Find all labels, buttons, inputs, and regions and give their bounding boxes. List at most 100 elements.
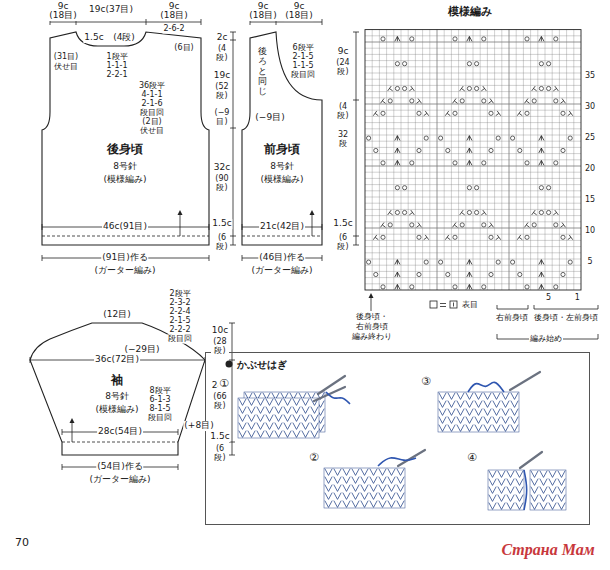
fabric-ground xyxy=(238,398,319,438)
stitch xyxy=(439,401,446,408)
pattern-chart xyxy=(365,30,598,339)
decrease-symbol xyxy=(532,86,536,91)
stitch xyxy=(302,431,309,438)
stitch xyxy=(484,393,491,400)
stitch xyxy=(507,471,514,478)
yarn-over-symbol xyxy=(467,62,471,66)
stitch xyxy=(484,401,491,408)
decrease-symbol xyxy=(390,213,393,215)
dimension-label: (6段) xyxy=(337,234,350,252)
stitch xyxy=(293,407,300,414)
yarn xyxy=(524,470,527,510)
decrease-symbol xyxy=(483,86,487,91)
knitted-fabric xyxy=(438,392,519,432)
center-decrease-symbol xyxy=(539,161,544,166)
decrease-symbol xyxy=(411,210,415,215)
decrease-symbol xyxy=(462,89,465,91)
stitch xyxy=(457,409,464,416)
chart-grid-line xyxy=(365,60,581,61)
yarn-over-symbol xyxy=(367,260,371,264)
stitch xyxy=(475,401,482,408)
stitch xyxy=(558,471,565,478)
shaping-label: 2-1-6 xyxy=(140,100,163,109)
arrowhead xyxy=(178,210,183,215)
shaping-label: 段目回 xyxy=(290,71,316,80)
center-decrease-symbol xyxy=(541,260,542,265)
stitch xyxy=(325,469,332,476)
stitch xyxy=(275,399,282,406)
shaping-label: 2-1-5 xyxy=(168,317,191,326)
dimension-label: 10c xyxy=(211,326,229,336)
stitch xyxy=(493,401,500,408)
stitch xyxy=(334,469,341,476)
decrease-symbol xyxy=(569,111,573,116)
stitch xyxy=(325,477,332,484)
decrease-symbol xyxy=(496,237,499,239)
decrease-symbol xyxy=(453,99,457,104)
yarn-over-symbol xyxy=(424,260,428,264)
stitch xyxy=(489,471,496,478)
needle-size: 8号針 xyxy=(104,392,130,402)
center-decrease-symbol xyxy=(467,148,472,153)
stitch xyxy=(489,487,496,494)
decrease-symbol xyxy=(483,210,487,215)
yarn-over-symbol xyxy=(453,161,457,165)
yarn-over-symbol xyxy=(388,223,392,227)
stitch xyxy=(516,503,523,510)
chart-grid-line xyxy=(365,215,581,216)
chart-grid-line xyxy=(365,79,581,80)
legend-sample xyxy=(450,301,457,308)
stitch xyxy=(448,393,455,400)
stitch xyxy=(558,487,565,494)
chart-grid-line xyxy=(365,122,581,123)
decrease-symbol xyxy=(561,225,564,227)
yarn-over-symbol xyxy=(388,99,392,103)
stitch xyxy=(302,399,309,406)
decrease-symbol xyxy=(497,111,501,116)
yarn-over-symbol xyxy=(554,37,558,41)
yarn-over-symbol xyxy=(460,223,464,227)
equals-sign xyxy=(440,306,446,307)
stitch-name: (模様編み) xyxy=(94,405,139,415)
shaping-label: 36段平 xyxy=(138,82,166,91)
chart-grid-line xyxy=(365,116,581,117)
yarn-over-symbol xyxy=(518,148,522,152)
knit-stitch-symbol xyxy=(453,303,454,307)
stitch xyxy=(293,399,300,406)
stitch xyxy=(388,477,395,484)
stitch xyxy=(284,423,291,430)
chart-grid-line xyxy=(365,252,581,253)
stitch xyxy=(516,495,523,502)
dimension-line xyxy=(232,323,233,455)
chart-title: 模様編み xyxy=(447,6,493,18)
center-decrease-symbol xyxy=(469,136,470,141)
dimension-tick xyxy=(146,19,147,25)
yarn-over-symbol xyxy=(410,223,414,227)
chart-grid-line xyxy=(365,104,581,105)
center-decrease-symbol xyxy=(539,285,544,290)
chart-grid-line xyxy=(365,228,581,229)
stitch xyxy=(266,415,273,422)
dimension-label: (−29目) xyxy=(123,345,160,355)
chart-grid-line xyxy=(365,141,581,142)
center-decrease-symbol xyxy=(397,136,398,141)
stitch xyxy=(248,415,255,422)
decrease-symbol xyxy=(424,237,427,239)
yarn-over-symbol xyxy=(403,62,407,66)
yarn-over-symbol xyxy=(489,235,493,239)
stitch xyxy=(448,409,455,416)
stitch xyxy=(507,495,514,502)
decrease-symbol xyxy=(409,213,412,215)
center-decrease-symbol xyxy=(469,161,470,166)
stitch xyxy=(239,423,246,430)
stitch xyxy=(370,477,377,484)
stitch-number: 5 xyxy=(545,294,552,303)
dimension-tick xyxy=(229,360,235,361)
stitch xyxy=(343,469,350,476)
knitting-needle xyxy=(520,452,542,468)
yarn-over-symbol xyxy=(561,235,565,239)
stitch xyxy=(302,423,309,430)
fabric-ground xyxy=(488,470,524,510)
decrease-symbol xyxy=(373,111,377,116)
direction-arrow xyxy=(180,214,181,236)
